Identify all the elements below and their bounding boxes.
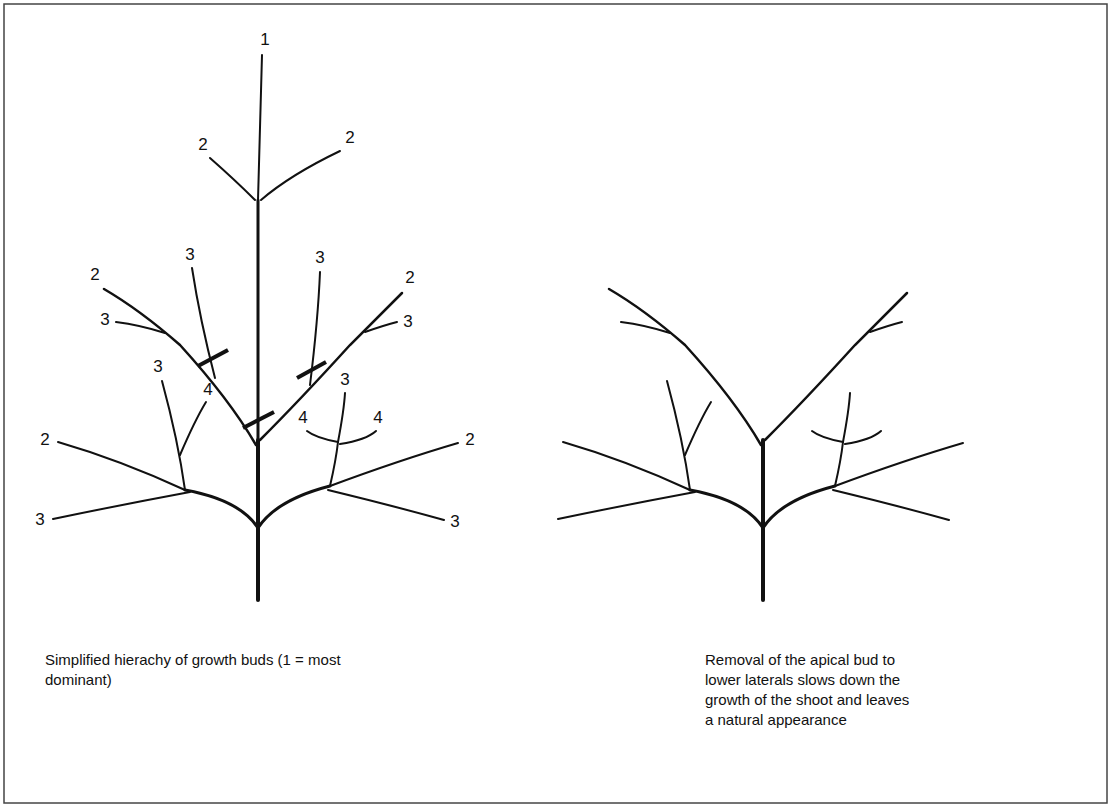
callout-number: 2 [345,129,354,147]
pruned-tree [53,289,458,600]
callout-number: 3 [100,311,109,329]
callout-number: 2 [198,136,207,154]
pruned-tree [558,289,963,600]
callout-number: 4 [203,381,212,399]
caption-text: Simplified hierachy of growth buds (1 = … [45,650,375,690]
callout-number: 2 [40,431,49,449]
callout-number: 3 [450,513,459,531]
callout-number: 2 [465,431,474,449]
callout-number: 2 [90,266,99,284]
callout-number: 3 [315,249,324,267]
callout-number: 4 [298,409,307,427]
caption-text: Removal of the apical bud to lower later… [705,650,920,730]
callout-number: 1 [260,31,269,49]
removed-growth [192,55,340,440]
callout-number: 3 [153,358,162,376]
callout-number: 3 [185,246,194,264]
callout-number: 3 [35,511,44,529]
callout-number: 3 [403,313,412,331]
callout-number: 4 [373,409,382,427]
callout-number: 3 [340,371,349,389]
frame [4,4,1107,803]
cut-mark [198,350,326,428]
callout-number: 2 [405,269,414,287]
